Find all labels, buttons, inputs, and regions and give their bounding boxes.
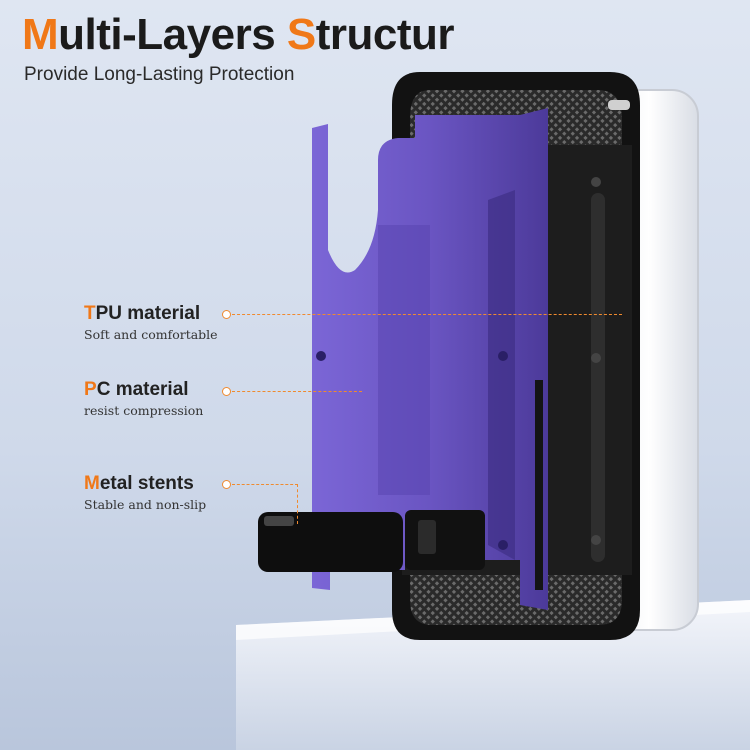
callout-line-vertical	[297, 484, 298, 524]
callout-line	[232, 391, 362, 392]
callout-dot	[222, 480, 231, 489]
feature-tpu: TPU material Soft and comfortable	[84, 303, 264, 342]
feature-description: resist compression	[84, 403, 204, 418]
pc-shell-layer	[312, 108, 548, 610]
metal-stent	[258, 510, 485, 572]
feature-pc: PC material resist compression	[84, 379, 264, 418]
callout-line	[232, 484, 298, 485]
feature-title: PC material	[84, 379, 189, 400]
feature-title: TPU material	[84, 303, 201, 324]
feature-metal: Metal stents Stable and non-slip	[84, 473, 264, 512]
callout-dot	[222, 310, 231, 319]
feature-description: Stable and non-slip	[84, 497, 207, 512]
page-title: Multi-Layers Structur	[22, 10, 455, 59]
page-subtitle: Provide Long-Lasting Protection	[24, 64, 295, 85]
callout-line	[232, 314, 622, 315]
feature-title: Metal stents	[84, 473, 194, 494]
callout-dot	[222, 387, 231, 396]
feature-description: Soft and comfortable	[84, 327, 218, 342]
